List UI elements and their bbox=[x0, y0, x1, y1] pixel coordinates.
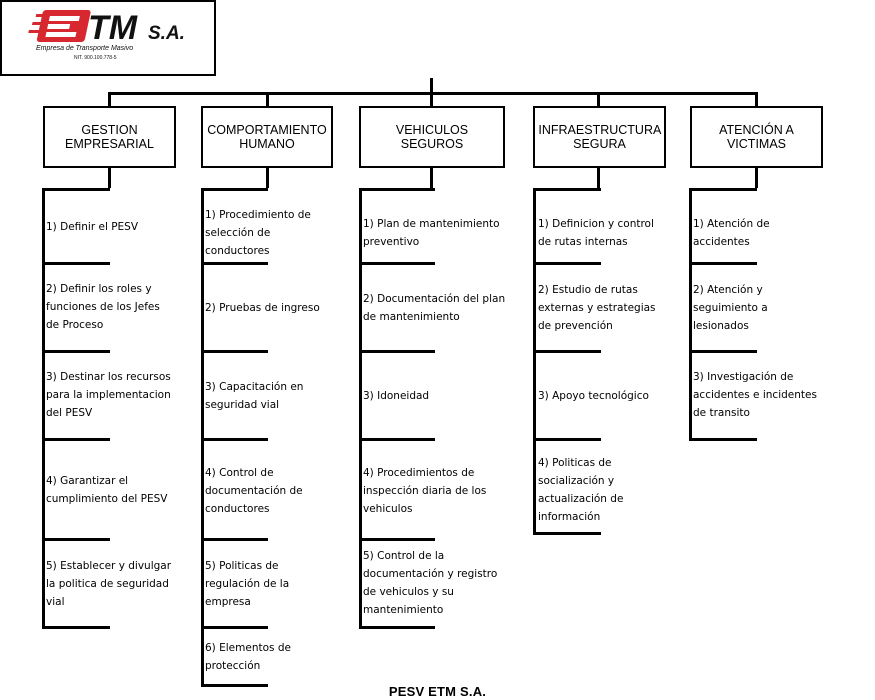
category-infraestructura-segura: INFRAESTRUCTURA SEGURA bbox=[533, 106, 666, 168]
branch-drop-4 bbox=[597, 92, 600, 107]
item-divider bbox=[689, 350, 757, 353]
list-item: 5) Politicas de regulación de la empresa bbox=[205, 560, 290, 608]
branch-drop-2 bbox=[266, 92, 269, 107]
list-spine-1 bbox=[42, 188, 45, 628]
item-divider bbox=[42, 538, 110, 541]
category-title: VEHICULOS SEGUROS bbox=[395, 123, 469, 151]
category-atencion-victimas: ATENCIÓN A VICTIMAS bbox=[690, 106, 823, 168]
item-divider bbox=[201, 438, 268, 441]
list-spine-5 bbox=[689, 188, 692, 440]
list-bottom-5 bbox=[689, 438, 757, 441]
category-title: GESTION EMPRESARIAL bbox=[65, 123, 154, 151]
list-item: 3) Destinar los recursos para la impleme… bbox=[46, 371, 171, 419]
root-title: PESV ETM S.A. bbox=[388, 684, 487, 699]
cat-connector-4 bbox=[597, 168, 600, 188]
list-item: 1) Plan de mantenimiento preventivo bbox=[363, 218, 500, 248]
root-connector bbox=[430, 78, 433, 94]
list-item: 2) Atención y seguimiento a lesionados bbox=[693, 284, 768, 332]
list-item: 3) Idoneidad bbox=[363, 390, 430, 402]
list-bottom-3 bbox=[359, 626, 435, 629]
list-bottom-4 bbox=[533, 532, 601, 535]
item-divider bbox=[42, 350, 110, 353]
list-top-3 bbox=[359, 188, 435, 191]
list-spine-4 bbox=[533, 188, 536, 534]
list-item: 1) Definicion y control de rutas interna… bbox=[538, 218, 654, 248]
logo-tagline: Empresa de Transporte Masivo bbox=[36, 45, 133, 52]
cat-connector-1 bbox=[108, 168, 111, 188]
list-item: 4) Procedimientos de inspección diaria d… bbox=[363, 467, 487, 515]
branch-drop-5 bbox=[755, 92, 758, 107]
cat-connector-2 bbox=[266, 168, 269, 188]
category-title: ATENCIÓN A VICTIMAS bbox=[719, 123, 794, 151]
item-divider bbox=[201, 626, 268, 629]
list-item: 4) Control de documentación de conductor… bbox=[205, 467, 303, 515]
category-title: INFRAESTRUCTURA SEGURA bbox=[538, 123, 662, 151]
category-comportamiento-humano: COMPORTAMIENTO HUMANO bbox=[201, 106, 333, 168]
list-item: 3) Capacitación en seguridad vial bbox=[205, 381, 304, 411]
item-divider bbox=[359, 538, 435, 541]
logo-nit: NIT. 900.100.778-5 bbox=[74, 55, 117, 61]
list-item: 3) Investigación de accidentes e inciden… bbox=[693, 371, 817, 419]
item-divider bbox=[533, 262, 601, 265]
list-item: 2) Pruebas de ingreso bbox=[205, 302, 320, 314]
list-bottom-1 bbox=[42, 626, 110, 629]
root-node: TM S.A. Empresa de Transporte Masivo NIT… bbox=[0, 0, 486, 699]
branch-drop-1 bbox=[108, 92, 111, 107]
list-item: 2) Estudio de rutas externas y estrategi… bbox=[538, 284, 656, 332]
item-divider bbox=[359, 262, 435, 265]
list-spine-2 bbox=[201, 188, 204, 686]
item-divider bbox=[42, 438, 110, 441]
etm-logo: TM S.A. Empresa de Transporte Masivo NIT… bbox=[28, 9, 185, 61]
list-top-1 bbox=[42, 188, 110, 191]
list-item: 2) Documentación del plan de mantenimien… bbox=[363, 293, 506, 323]
category-gestion-empresarial: GESTION EMPRESARIAL bbox=[43, 106, 176, 168]
item-divider bbox=[533, 438, 601, 441]
logo-suffix: S.A. bbox=[148, 23, 185, 44]
list-bottom-2 bbox=[201, 684, 268, 687]
item-divider bbox=[201, 262, 268, 265]
list-item: 1) Atención de accidentes bbox=[693, 218, 770, 248]
item-divider bbox=[201, 350, 268, 353]
list-item: 1) Procedimiento de selección de conduct… bbox=[205, 209, 311, 257]
list-item: 5) Establecer y divulgar la politica de … bbox=[46, 560, 172, 608]
list-spine-3 bbox=[359, 188, 362, 628]
list-item: 3) Apoyo tecnológico bbox=[538, 390, 649, 402]
item-divider bbox=[689, 262, 757, 265]
item-divider bbox=[201, 538, 268, 541]
list-item: 6) Elementos de protección bbox=[205, 642, 291, 672]
item-divider bbox=[359, 350, 435, 353]
list-top-2 bbox=[201, 188, 268, 191]
list-item: 1) Definir el PESV bbox=[46, 221, 139, 233]
category-vehiculos-seguros: VEHICULOS SEGUROS bbox=[359, 106, 505, 168]
item-divider bbox=[359, 438, 435, 441]
branch-bar bbox=[108, 92, 758, 95]
cat-connector-3 bbox=[430, 168, 433, 188]
item-divider bbox=[42, 262, 110, 265]
item-divider bbox=[533, 350, 601, 353]
list-item: 4) Politicas de socialización y actualiz… bbox=[538, 457, 624, 523]
branch-drop-3 bbox=[430, 92, 433, 107]
cat-connector-5 bbox=[755, 168, 758, 188]
list-item: 2) Definir los roles y funciones de los … bbox=[46, 283, 160, 331]
list-top-4 bbox=[533, 188, 601, 191]
list-item: 5) Control de la documentación y registr… bbox=[363, 550, 498, 616]
list-item: 4) Garantizar el cumplimiento del PESV bbox=[46, 475, 168, 505]
list-top-5 bbox=[689, 188, 757, 191]
logo-wordmark: TM bbox=[88, 9, 138, 47]
category-title: COMPORTAMIENTO HUMANO bbox=[207, 123, 327, 151]
